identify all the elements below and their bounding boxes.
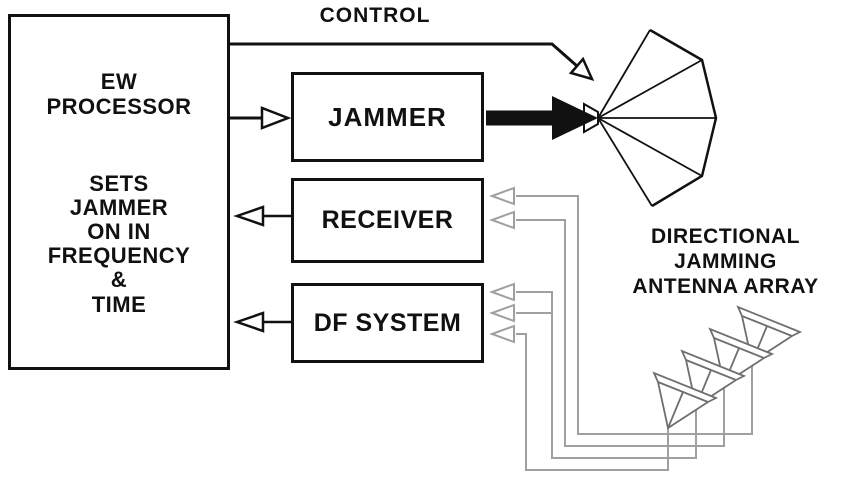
jamming-antenna-icon	[583, 28, 718, 208]
df-to-ew-arrowhead-icon	[233, 311, 265, 333]
ew-to-jammer-arrowhead-icon	[260, 106, 292, 130]
receiver-input-arrowhead-icon	[489, 210, 515, 230]
horn-antenna-icon	[652, 371, 719, 430]
ew-processor-subtitle: SETS JAMMER ON IN FREQUENCY & TIME	[47, 170, 191, 317]
ew-to-jammer-line	[230, 106, 292, 130]
jammer-box: JAMMER	[291, 72, 484, 162]
receiver-box: RECEIVER	[291, 178, 484, 263]
receiver-to-ew-arrowhead-icon	[233, 205, 265, 227]
receiver-label: RECEIVER	[321, 206, 454, 234]
antenna-array-label: DIRECTIONAL JAMMING ANTENNA ARRAY	[632, 225, 819, 299]
df-input-arrowhead-icon	[489, 303, 515, 323]
df-system-label: DF SYSTEM	[313, 308, 462, 337]
control-label: CONTROL	[319, 4, 431, 27]
jammer-label: JAMMER	[328, 101, 447, 132]
df-input-arrowhead-icon	[489, 282, 515, 302]
jammer-output-arrowhead-icon	[552, 96, 598, 140]
control-line	[230, 42, 595, 81]
receiver-input-arrowhead-icon	[489, 186, 515, 206]
receiver-to-ew-line	[233, 205, 291, 227]
ew-processor-box: EW PROCESSOR SETS JAMMER ON IN FREQUENCY…	[8, 14, 230, 370]
ew-processor-title: EW PROCESSOR	[46, 69, 192, 120]
df-to-ew-line	[233, 311, 291, 333]
df-system-box: DF SYSTEM	[291, 283, 484, 363]
jammer-output-arrow	[486, 96, 598, 140]
antenna-array-icon	[652, 305, 803, 430]
antenna-feed-lines	[489, 186, 753, 471]
df-input-arrowhead-icon	[489, 324, 515, 344]
control-arrowhead-icon	[568, 56, 595, 81]
